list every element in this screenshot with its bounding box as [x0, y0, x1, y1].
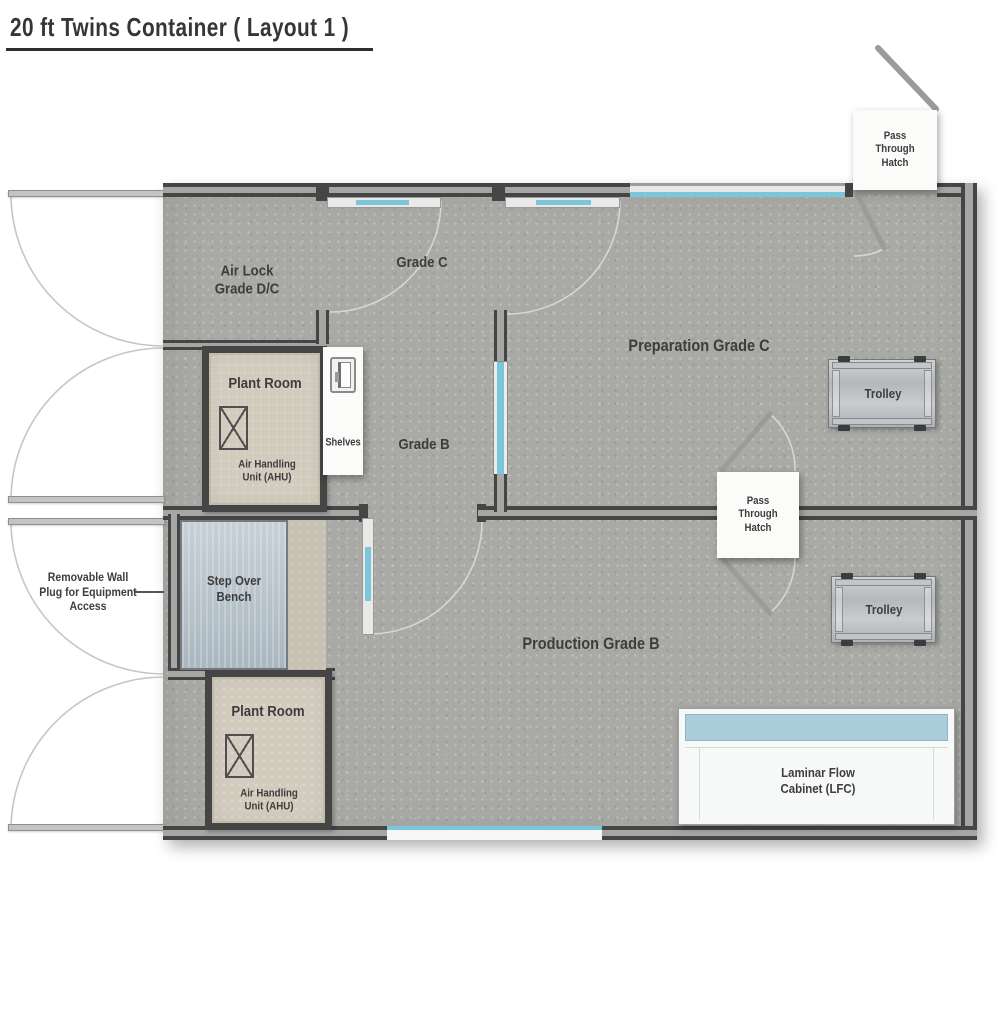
container-end-door-leaf [8, 496, 165, 503]
plant-room-upper-label: Plant Room [228, 374, 302, 392]
room-label-grade-b: Grade B [398, 435, 450, 453]
wall-mid-center [478, 506, 718, 520]
pass-through-hatch-top: Pass Through Hatch [853, 110, 937, 190]
trolley-side-band [835, 587, 843, 632]
pass-through-hatch-mid-label: Pass Through Hatch [738, 494, 778, 534]
lfc-label: Laminar Flow Cabinet (LFC) [780, 765, 856, 796]
lfc-front-strip [685, 714, 948, 741]
trolley-end-cap [832, 418, 932, 425]
door-glass [356, 200, 409, 205]
wall-top-left [163, 183, 630, 197]
shelves-label: Shelves [325, 436, 361, 449]
wall-mid-right [798, 506, 977, 520]
interior-door-arcs [329, 200, 885, 635]
window-bottom [387, 826, 602, 840]
trolley-wheel [838, 356, 850, 362]
cabinet-handle-icon [335, 372, 339, 382]
step-over-bench [180, 520, 288, 670]
ahu-symbol-lower [225, 734, 254, 778]
room-label-production: Production Grade B [522, 634, 660, 653]
page-title: 20 ft Twins Container ( Layout 1 ) [10, 12, 350, 42]
trolley-end-cap [832, 362, 932, 369]
ahu-lower-label: Air Handling Unit (AHU) [240, 787, 298, 813]
wall-bench-left [168, 514, 180, 680]
bench-side-floor [288, 520, 326, 670]
title-underline [6, 48, 373, 51]
wall-cap [845, 183, 853, 197]
lfc-frame-line [699, 747, 700, 820]
plant-room-upper [202, 346, 327, 512]
container-end-door-leaf [8, 190, 165, 197]
trolley-wheel [914, 425, 926, 431]
room-label-preparation: Preparation Grade C [628, 336, 770, 355]
trolley-wheel [914, 356, 926, 362]
door-hinge-block [492, 186, 505, 201]
trolley-lower: Trolley [831, 573, 936, 646]
lfc-frame-line [933, 747, 934, 820]
ahu-upper-label: Air Handling Unit (AHU) [238, 458, 296, 484]
cabinet-icon [330, 357, 356, 393]
wall-bottom-right [602, 826, 977, 840]
trolley-wheel [914, 573, 926, 579]
wall-cap [359, 504, 368, 522]
plant-room-lower-label: Plant Room [231, 702, 305, 720]
door-hinge-block [316, 186, 329, 201]
door-leaf-grade-c-right [505, 197, 620, 208]
annotation-leader-line [135, 591, 164, 593]
trolley-upper-label: Trolley [864, 386, 902, 402]
trolley-end-cap [835, 633, 932, 640]
container-end-door-leaf [8, 824, 165, 831]
wall-stub-prep-bottom [494, 474, 507, 512]
door-leaf-grade-b [362, 518, 374, 635]
step-over-bench-label: Step Over Bench [206, 573, 262, 604]
pass-through-hatch-mid: Pass Through Hatch [717, 472, 799, 558]
annotation-removable-wall-plug: Removable Wall Plug for Equipment Access [39, 570, 137, 614]
trolley-side-band [832, 370, 840, 417]
glass-partition [494, 362, 507, 474]
laminar-flow-cabinet: Laminar Flow Cabinet (LFC) [678, 708, 955, 825]
cabinet-door-icon [338, 362, 351, 388]
hatch-door-leaves [719, 45, 939, 616]
trolley-wheel [841, 640, 853, 646]
trolley-side-band [924, 587, 932, 632]
ahu-symbol-upper [219, 406, 248, 450]
wall-stub-prep-top [494, 310, 507, 362]
door-glass [536, 200, 591, 205]
room-label-grade-c: Grade C [396, 253, 448, 271]
trolley-side-band [924, 370, 932, 417]
container-end-door-leaf [8, 518, 165, 525]
door-glass [365, 547, 371, 601]
exterior-door-arcs [10, 193, 164, 831]
lfc-frame-line [685, 747, 948, 748]
door-leaf-grade-c-left [327, 197, 441, 208]
trolley-wheel [838, 425, 850, 431]
trolley-lower-label: Trolley [865, 602, 903, 618]
room-label-air-lock: Air Lock Grade D/C [214, 262, 280, 298]
pass-through-hatch-top-label: Pass Through Hatch [875, 129, 915, 169]
window-top [630, 183, 846, 197]
trolley-wheel [841, 573, 853, 579]
wall-stub-airlock [316, 310, 329, 344]
trolley-end-cap [835, 579, 932, 586]
trolley-wheel [914, 640, 926, 646]
shelves-unit: Shelves [323, 347, 363, 475]
trolley-upper: Trolley [828, 356, 936, 431]
